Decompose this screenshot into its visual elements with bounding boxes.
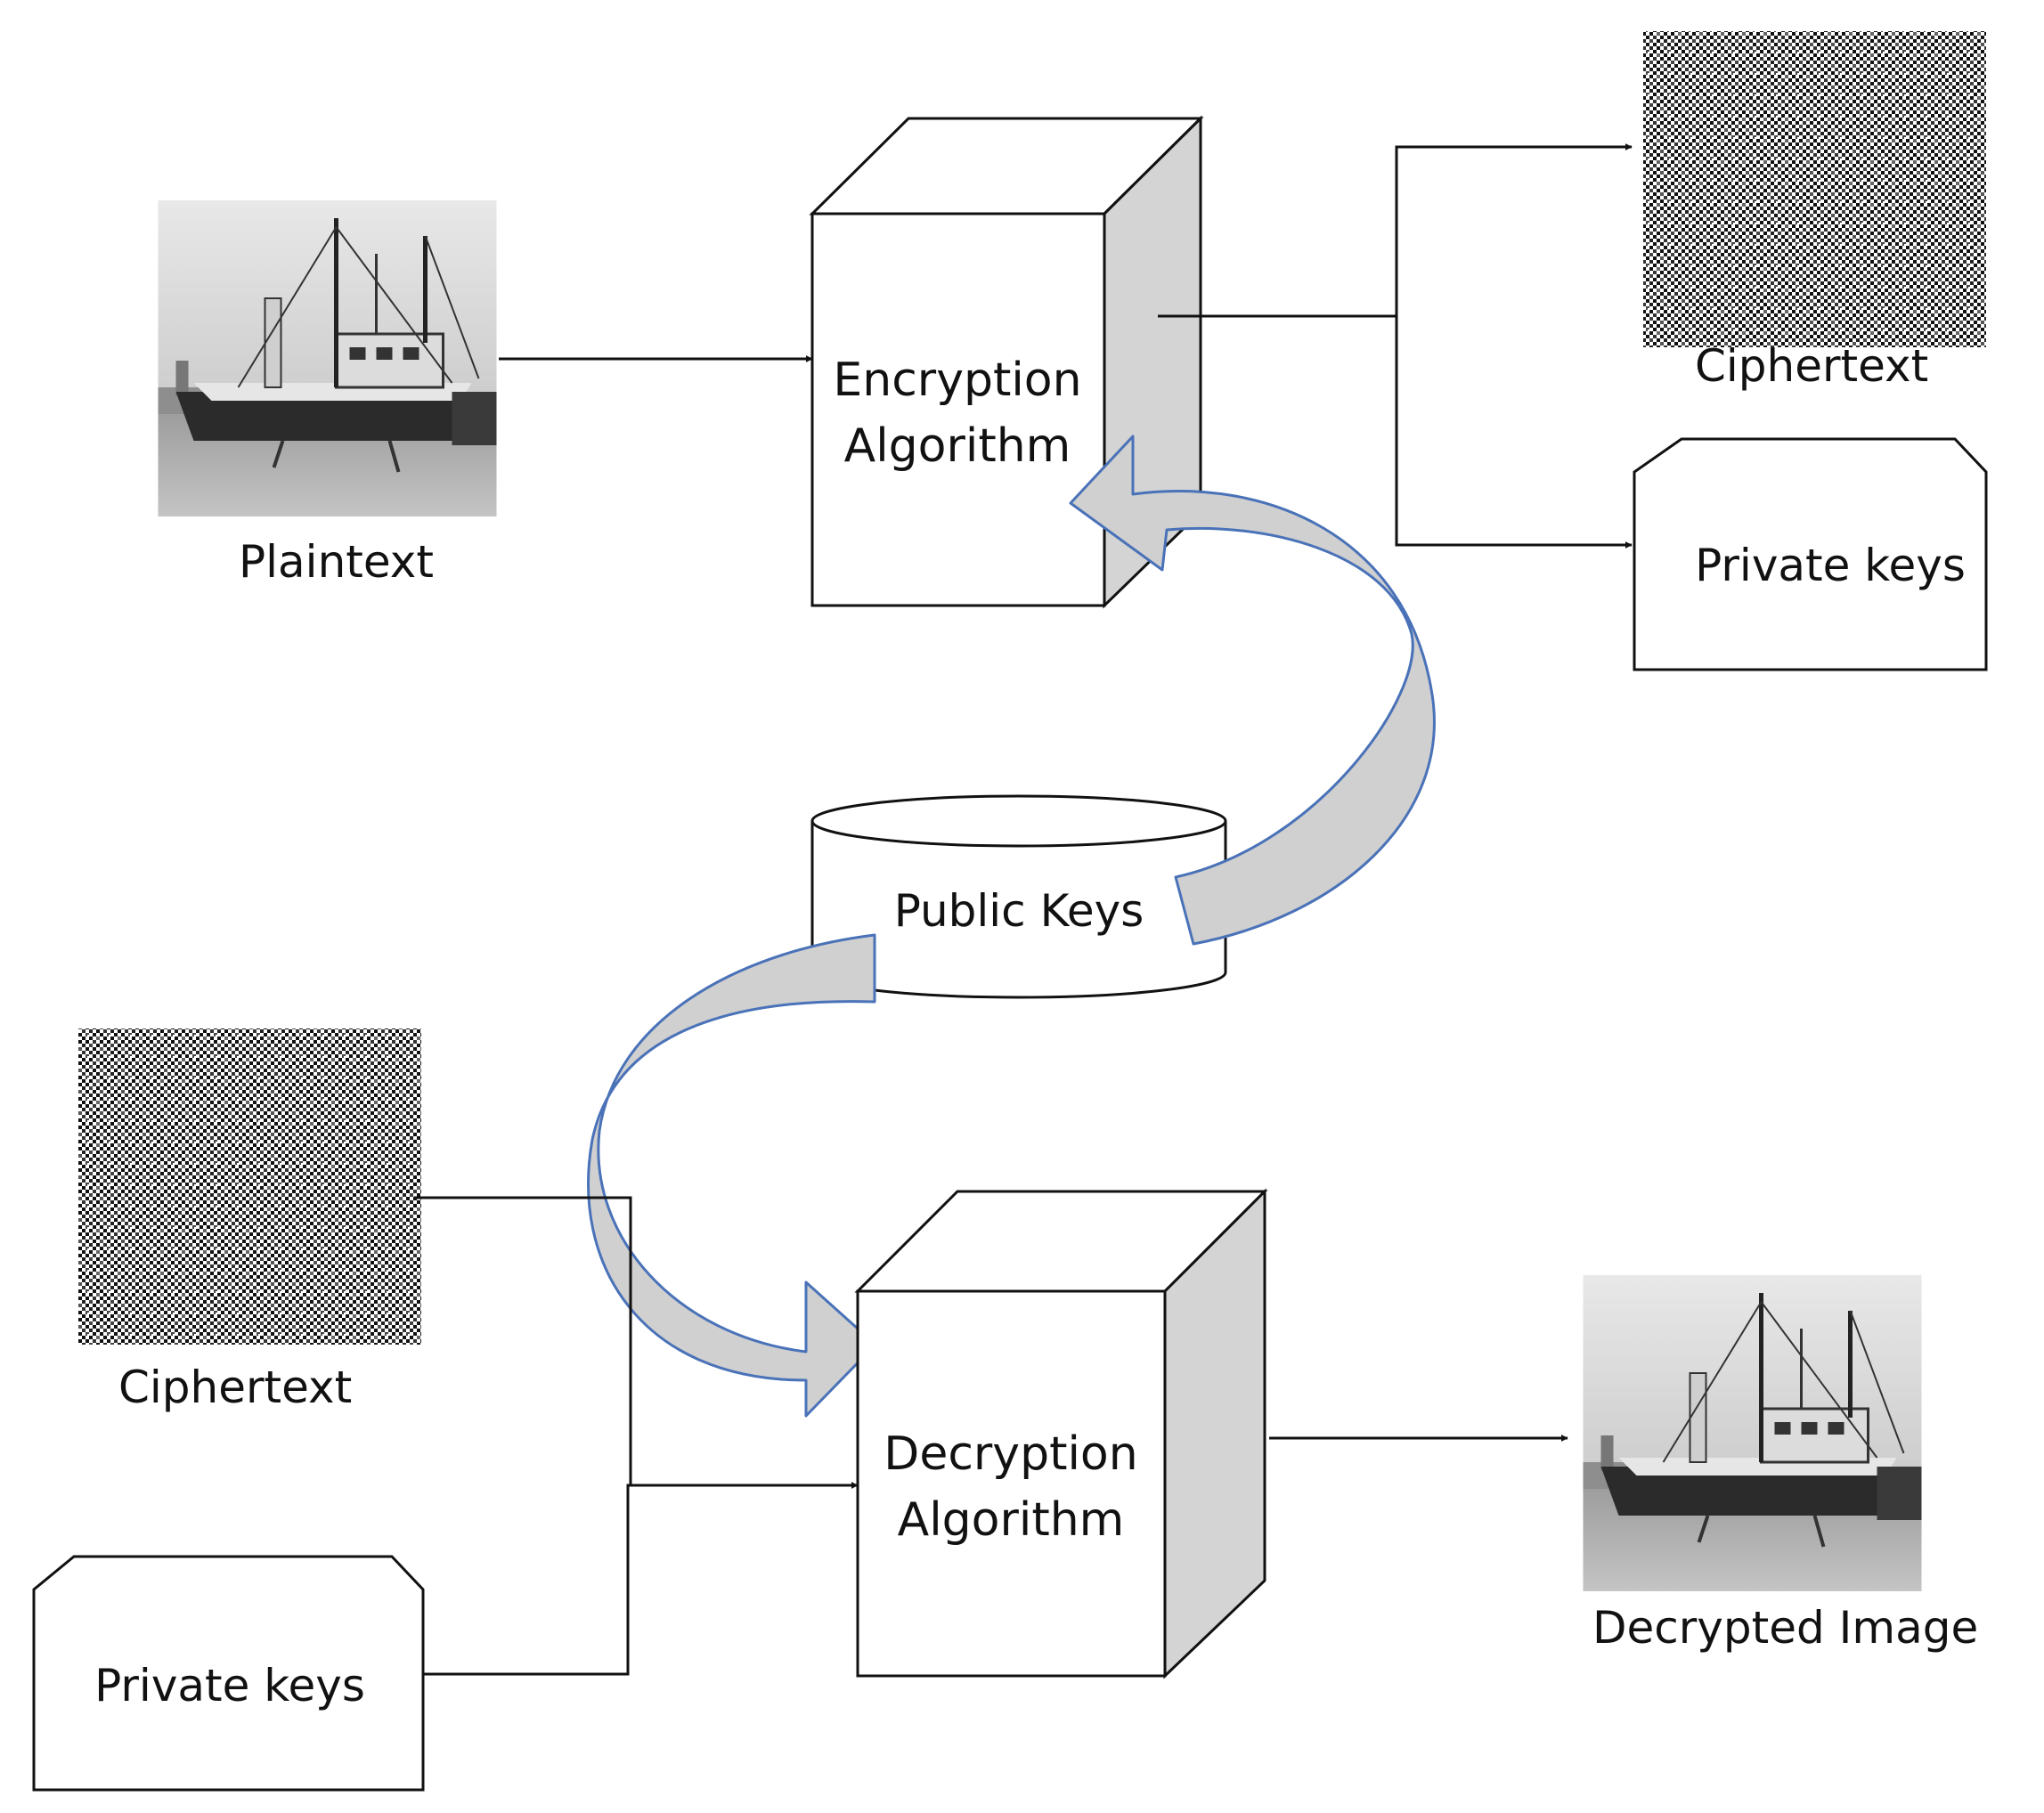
ciphertext-top-label: Ciphertext xyxy=(1695,340,1928,392)
decrypted-image xyxy=(1584,1275,1922,1591)
private-keys-card-bottom xyxy=(32,1555,425,1792)
public-keys-cylinder xyxy=(810,794,1227,999)
encryption-label-line1: Encryption xyxy=(833,354,1081,407)
encryption-output-connector xyxy=(1158,143,1633,549)
private-keys-bottom-label: Private keys xyxy=(94,1660,365,1711)
ciphertext-image-bottom xyxy=(78,1028,421,1345)
plaintext-image xyxy=(159,200,497,516)
ciphertext-bottom-label: Ciphertext xyxy=(118,1362,352,1413)
curved-arrow-to-encryption xyxy=(1069,435,1436,946)
curved-arrow-to-decryption xyxy=(587,933,877,1418)
public-keys-label: Public Keys xyxy=(894,885,1144,937)
private-keys-card-top xyxy=(1633,437,1988,671)
encryption-box xyxy=(809,115,1204,609)
decrypted-image-label: Decrypted Image xyxy=(1592,1602,1978,1654)
decryption-box xyxy=(854,1188,1268,1679)
encryption-label-line2: Algorithm xyxy=(844,419,1071,473)
decryption-input-connector xyxy=(414,1196,859,1676)
plaintext-label: Plaintext xyxy=(239,536,434,588)
decryption-label-line1: Decryption xyxy=(884,1427,1137,1481)
decryption-label-line2: Algorithm xyxy=(898,1493,1125,1547)
ciphertext-image-top xyxy=(1643,31,1986,347)
private-keys-top-label: Private keys xyxy=(1695,540,1966,591)
